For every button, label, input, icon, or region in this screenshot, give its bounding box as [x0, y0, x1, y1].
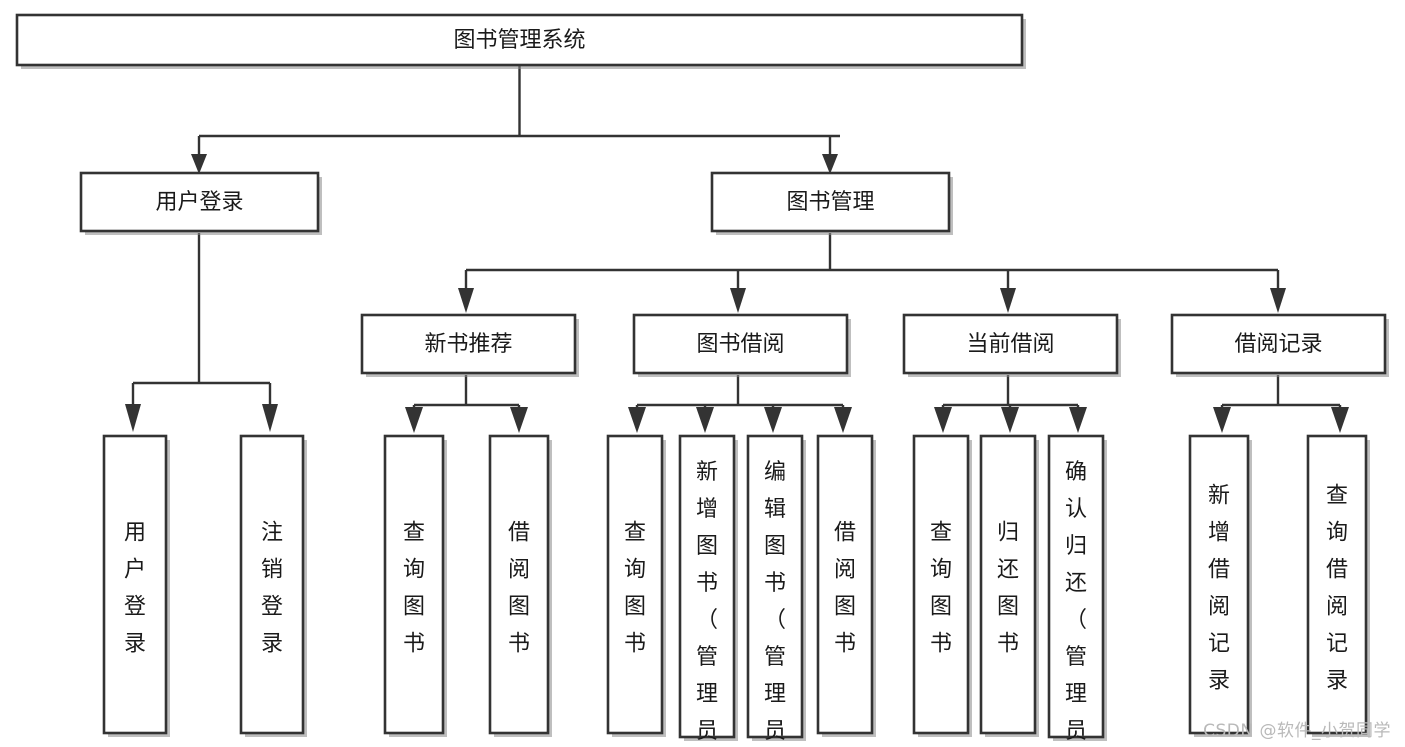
node-leaf-add-record[interactable]: 新增借阅记录 [1188, 434, 1252, 737]
node-leaf-query-record[interactable]: 查询借阅记录 [1306, 434, 1370, 737]
node-leaf-query-record-box[interactable] [1306, 434, 1368, 735]
node-book-borrow-label: 图书借阅 [696, 332, 784, 357]
node-leaf-borrow-book-1-label: 借阅图书 [508, 520, 530, 656]
node-new-book-recommend[interactable]: 新书推荐 [360, 313, 579, 377]
node-new-book-recommend-box[interactable] [360, 313, 577, 375]
arrow-head-leaf-return-book [1001, 407, 1019, 433]
arrow-head-leaf-edit-book [764, 407, 782, 433]
node-root-box[interactable] [15, 13, 1024, 67]
arrow-head-leaf-user-login [125, 404, 141, 432]
node-leaf-borrow-book-1-box[interactable] [488, 434, 550, 735]
node-leaf-user-logout[interactable]: 注销登录 [239, 434, 307, 737]
node-leaf-query-book-2-label: 查询图书 [624, 520, 646, 656]
node-leaf-add-record-label: 新增借阅记录 [1208, 483, 1230, 693]
node-leaf-query-book-1[interactable]: 查询图书 [383, 434, 447, 737]
node-root-label: 图书管理系统 [453, 28, 585, 53]
node-borrow-record-label: 借阅记录 [1234, 332, 1322, 357]
arrow-head-new-book-recommend [458, 288, 474, 313]
connector-layer [125, 65, 1349, 433]
arrow-head-leaf-query-book-3 [934, 407, 952, 433]
node-leaf-query-book-1-box[interactable] [383, 434, 445, 735]
node-leaf-user-logout-label: 注销登录 [261, 520, 283, 656]
node-leaf-edit-book-box[interactable] [746, 434, 804, 739]
arrow-head-leaf-user-logout [262, 404, 278, 432]
node-leaf-confirm-return-label: 确认归还（管理员） [1065, 460, 1087, 747]
arrow-head-leaf-query-book-1 [405, 407, 423, 433]
node-new-book-recommend-label: 新书推荐 [424, 332, 512, 357]
node-leaf-return-book-box[interactable] [979, 434, 1037, 735]
node-leaf-add-book-box[interactable] [678, 434, 736, 739]
node-leaf-query-book-2[interactable]: 查询图书 [606, 434, 666, 737]
arrow-head-leaf-confirm-return [1069, 407, 1087, 433]
node-user-login-label: 用户登录 [155, 190, 243, 215]
node-leaf-user-login-label: 用户登录 [124, 520, 146, 656]
node-leaf-add-book-label: 新增图书（管理员） [696, 460, 718, 747]
node-user-login-box[interactable] [79, 171, 320, 233]
node-leaf-return-book[interactable]: 归还图书 [979, 434, 1039, 737]
node-leaf-query-book-3-label: 查询图书 [930, 520, 952, 656]
node-leaf-query-book-3-box[interactable] [912, 434, 970, 735]
node-current-borrow-box[interactable] [902, 313, 1119, 375]
node-leaf-add-record-box[interactable] [1188, 434, 1250, 735]
arrow-head-borrow-record [1270, 288, 1286, 313]
arrow-head-leaf-borrow-book-2 [834, 407, 852, 433]
node-leaf-add-book[interactable]: 新增图书（管理员） [678, 434, 738, 747]
node-leaf-query-book-3[interactable]: 查询图书 [912, 434, 972, 737]
node-leaf-borrow-book-2[interactable]: 借阅图书 [816, 434, 876, 737]
arrow-head-leaf-query-record [1331, 407, 1349, 433]
node-book-manage-box[interactable] [710, 171, 951, 233]
arrow-head-leaf-add-record [1213, 407, 1231, 433]
node-leaf-borrow-book-2-box[interactable] [816, 434, 874, 735]
arrow-head-current-borrow [1000, 288, 1016, 313]
arrow-head-book-borrow [730, 288, 746, 313]
node-leaf-return-book-label: 归还图书 [997, 520, 1019, 656]
arrow-head-leaf-query-book-2 [628, 407, 646, 433]
node-book-borrow-box[interactable] [632, 313, 849, 375]
node-borrow-record[interactable]: 借阅记录 [1170, 313, 1389, 377]
node-leaf-query-book-1-label: 查询图书 [403, 520, 425, 656]
node-leaf-edit-book-label: 编辑图书（管理员） [764, 460, 786, 747]
arrow-head-book-manage [822, 154, 838, 174]
node-leaf-borrow-book-1[interactable]: 借阅图书 [488, 434, 552, 737]
node-leaf-confirm-return-box[interactable] [1047, 434, 1105, 739]
node-leaf-edit-book[interactable]: 编辑图书（管理员） [746, 434, 806, 747]
node-current-borrow-label: 当前借阅 [966, 332, 1054, 357]
node-user-login[interactable]: 用户登录 [79, 171, 322, 235]
node-leaf-borrow-book-2-label: 借阅图书 [834, 520, 856, 656]
node-root[interactable]: 图书管理系统 [15, 13, 1026, 69]
node-leaf-query-book-2-box[interactable] [606, 434, 664, 735]
node-leaf-confirm-return[interactable]: 确认归还（管理员） [1047, 434, 1107, 747]
node-book-manage[interactable]: 图书管理 [710, 171, 953, 235]
node-leaf-user-login[interactable]: 用户登录 [102, 434, 170, 737]
node-leaf-user-login-box[interactable] [102, 434, 168, 735]
arrow-head-leaf-borrow-book-1 [510, 407, 528, 433]
node-leaf-query-record-label: 查询借阅记录 [1326, 483, 1348, 693]
node-book-borrow[interactable]: 图书借阅 [632, 313, 851, 377]
arrow-head-user-login [191, 154, 207, 174]
arrow-head-leaf-add-book [696, 407, 714, 433]
node-leaf-user-logout-box[interactable] [239, 434, 305, 735]
node-borrow-record-box[interactable] [1170, 313, 1387, 375]
node-current-borrow[interactable]: 当前借阅 [902, 313, 1121, 377]
node-book-manage-label: 图书管理 [786, 190, 874, 215]
